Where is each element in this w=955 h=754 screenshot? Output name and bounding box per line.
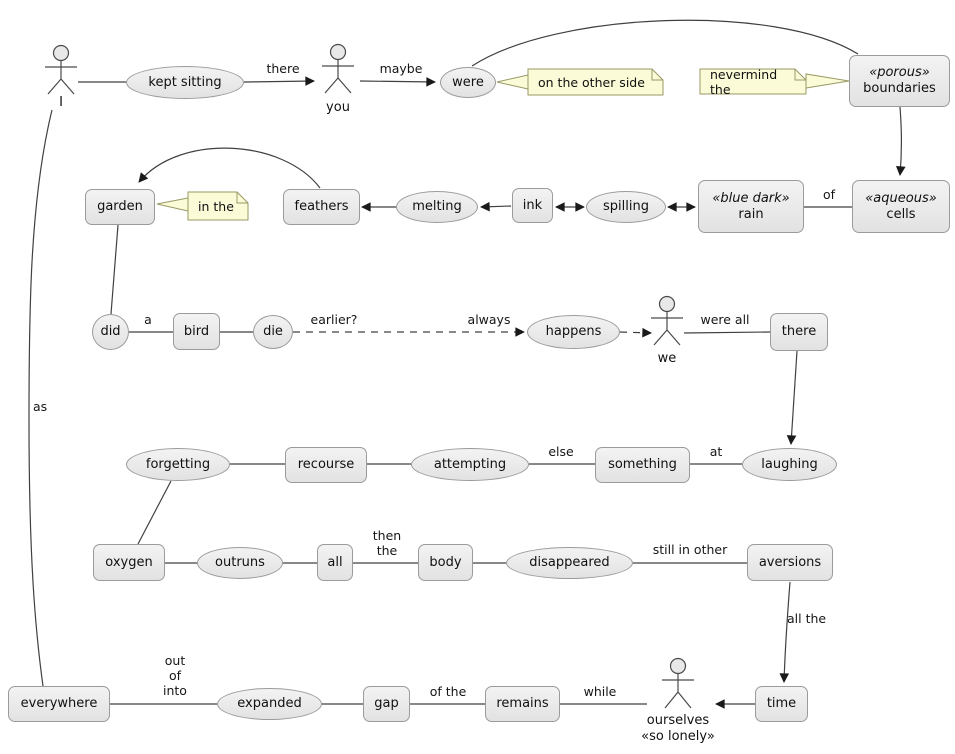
edge-forgetting-oxygen: [137, 480, 172, 545]
rect-feathers: feathers: [283, 189, 360, 225]
actor-figure-you: [322, 43, 354, 94]
edge-label-while: while: [583, 684, 617, 699]
note-on-the-other-side: on the other side: [538, 74, 645, 90]
edge-happens-we: [619, 327, 652, 338]
edge-label-still-in-other: still in other: [652, 542, 728, 557]
edge-feathers-garden: [138, 147, 321, 189]
rect-garden: garden: [85, 189, 155, 225]
note-in-the-shape: [187, 191, 249, 221]
rect-rain: «blue dark»rain: [698, 180, 804, 233]
edge-you-were: [359, 77, 436, 87]
edge-aversions-time: [779, 581, 791, 683]
rect-oxygen: oxygen: [93, 544, 165, 581]
rect-something: something: [595, 447, 690, 483]
rect-time: time: [755, 686, 808, 722]
actor-label-i: I: [59, 95, 63, 110]
usecase-attempting: attempting: [411, 448, 529, 481]
edge-kept-sitting-you: [243, 76, 315, 86]
rect-cells-label: cells: [886, 206, 916, 222]
actor-label-ourselves: ourselves«so lonely»: [618, 713, 738, 744]
usecase-happens: happens: [527, 315, 620, 349]
rect-cells: «aqueous»cells: [852, 180, 950, 233]
rect-boundaries-stereotype: «porous»: [869, 65, 930, 80]
usecase-melting: melting: [396, 191, 478, 223]
rect-everywhere: everywhere: [8, 686, 110, 722]
rect-boundaries: «porous»boundaries: [849, 55, 950, 107]
note-in-the: in the: [198, 198, 234, 214]
notes-layer: [156, 68, 850, 221]
usecase-outruns: outruns: [197, 547, 283, 579]
usecase-did: did: [92, 314, 129, 350]
actor-figure-i: [45, 44, 77, 95]
edge-label-at: at: [709, 444, 723, 459]
rect-body: body: [418, 544, 473, 581]
usecase-disappeared: disappeared: [506, 547, 633, 579]
rect-all: all: [317, 544, 353, 581]
edge-label-then-the: then the: [372, 528, 402, 558]
actor-label-ourselves-stereotype: «so lonely»: [641, 728, 715, 744]
edge-label-there: there: [266, 61, 300, 76]
usecase-expanded: expanded: [217, 688, 322, 720]
note-connector-boundaries: [805, 73, 850, 89]
edge-label-out-of-into: out of into: [163, 653, 187, 698]
note-connector-garden: [156, 197, 189, 212]
actor-figure-ourselves: [662, 657, 694, 709]
note-on-the-other-side-shape: [527, 68, 664, 96]
rect-ink: ink: [512, 188, 553, 223]
rect-recourse: recourse: [285, 447, 367, 483]
note-on-the-other-side-fold-icon: [651, 69, 663, 81]
rect-bird: bird: [173, 313, 220, 350]
usecase-forgetting: forgetting: [126, 448, 230, 481]
rect-there: there: [770, 313, 828, 351]
edge-label-all-the: all the: [787, 611, 827, 626]
actor-label-you: you: [326, 100, 350, 115]
edge-label-always: always: [467, 312, 511, 327]
edge-boundaries-cells: [895, 106, 906, 176]
usecase-spilling: spilling: [586, 191, 666, 223]
edge-ink-melting: [480, 201, 512, 212]
rect-remains: remains: [485, 686, 560, 722]
edge-label-were-all: were all: [700, 312, 750, 327]
usecase-were: were: [440, 67, 496, 98]
edge-were-boundaries: [471, 19, 859, 67]
edge-label-earlier: earlier?: [310, 312, 358, 327]
note-in-the-fold-icon: [236, 192, 248, 204]
rect-rain-stereotype: «blue dark»: [712, 190, 790, 206]
actor-figure-we: [651, 295, 683, 346]
edge-there-laughing: [786, 350, 798, 445]
edge-label-maybe: maybe: [379, 61, 423, 76]
rect-cells-stereotype: «aqueous»: [865, 190, 937, 206]
edge-i-everywhere: [28, 109, 53, 687]
usecase-die: die: [253, 315, 293, 349]
usecase-laughing: laughing: [742, 448, 837, 481]
actor-label-ourselves-name: ourselves: [646, 713, 710, 728]
edge-we-there: [683, 331, 771, 334]
edge-label-else: else: [548, 444, 574, 459]
edge-label-of-the: of the: [429, 684, 467, 699]
rect-rain-label: rain: [738, 206, 764, 222]
note-nevermind-the: nevermind the: [710, 66, 778, 97]
actor-label-we: we: [657, 351, 677, 366]
edge-garden-did: [110, 224, 119, 315]
rect-boundaries-label: boundaries: [863, 81, 936, 96]
note-nevermind-the-fold-icon: [794, 69, 806, 81]
rect-aversions: aversions: [747, 544, 833, 581]
edge-label-of: of: [822, 187, 836, 202]
note-connector-were: [496, 74, 529, 90]
edge-label-a: a: [144, 312, 152, 327]
edge-label-as: as: [33, 399, 48, 414]
usecase-kept-sitting: kept sitting: [126, 66, 244, 99]
rect-gap: gap: [363, 686, 410, 722]
